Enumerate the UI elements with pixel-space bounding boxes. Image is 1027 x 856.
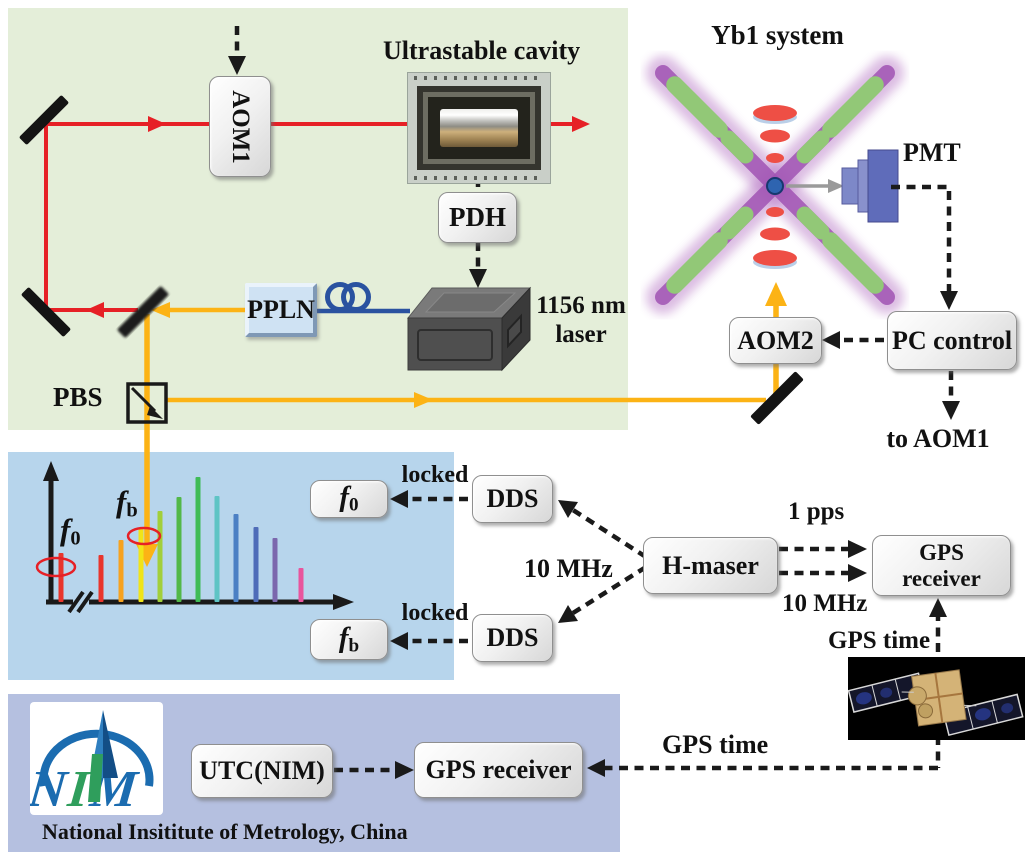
- f0-box-label: f0: [339, 481, 359, 516]
- aom2-box: AOM2: [729, 317, 822, 364]
- comb-tooth: [233, 514, 239, 602]
- pbs-cube: [126, 382, 168, 424]
- gps-receiver-bottom-box: GPS receiver: [414, 742, 583, 798]
- yellow-beam-arrows: [136, 282, 787, 567]
- comb-tooth: [253, 527, 259, 602]
- dashed-arrowheads: [228, 56, 960, 779]
- h-maser-label: H-maser: [662, 550, 759, 580]
- utc-nim-box: UTC(NIM): [191, 744, 333, 798]
- aom1-label: AOM1: [227, 89, 255, 164]
- pmt-device: [841, 149, 899, 223]
- gps-receiver-bottom-label: GPS receiver: [425, 755, 572, 784]
- fb-box-label: fb: [338, 621, 360, 657]
- comb-tooth: [58, 553, 64, 602]
- satellite-drawing: [847, 669, 1024, 737]
- gps-receiver-top-box: GPS receiver: [872, 535, 1011, 596]
- gps-receiver-top-line1: GPS: [919, 540, 964, 566]
- mirrors: [19, 95, 804, 425]
- nim-logo-letters: NIM: [30, 761, 141, 815]
- ppln-box: PPLN: [245, 283, 317, 337]
- comb-teeth: [58, 477, 304, 602]
- ultrastable-cavity-photo: [407, 72, 551, 184]
- mirror-aom2: [750, 371, 804, 425]
- comb-tooth: [214, 496, 220, 602]
- nim-logo: NIM: [25, 702, 163, 818]
- dds-bottom-box: DDS: [472, 614, 553, 662]
- comb-highlight-ellipses: [35, 526, 162, 578]
- comb-tooth: [98, 555, 104, 602]
- dds-top-label: DDS: [486, 484, 539, 513]
- atom-cloud: [753, 105, 797, 269]
- gps-receiver-top-line2: receiver: [902, 565, 981, 591]
- comb-tooth: [195, 477, 201, 602]
- satellite-panel-left: [847, 672, 925, 713]
- dds-top-box: DDS: [472, 475, 553, 523]
- cavity-screws-bottom: [414, 176, 544, 180]
- cavity-screws-top: [414, 76, 544, 80]
- trapped-atom: [766, 177, 784, 195]
- comb-tooth: [176, 497, 182, 602]
- mirror-bottom-left: [21, 287, 71, 337]
- dds-bottom-label: DDS: [486, 623, 539, 652]
- comb-tooth: [157, 511, 163, 602]
- comb-axes: [43, 461, 354, 610]
- gps-satellite-image: [847, 657, 1025, 740]
- comb-tooth: [272, 538, 278, 602]
- nim-logo-spire-right: [103, 710, 118, 778]
- cavity-cylinder: [440, 109, 518, 147]
- comb-tooth: [138, 529, 144, 602]
- pc-control-label: PC control: [891, 325, 1013, 355]
- mot-beams: [646, 56, 904, 314]
- pdh-label: PDH: [449, 202, 506, 232]
- comb-tooth: [298, 568, 304, 602]
- f0-box: f0: [310, 480, 388, 518]
- pc-control-box: PC control: [887, 311, 1017, 370]
- red-beam-arrows: [86, 116, 590, 318]
- fb-box: fb: [310, 619, 388, 660]
- fb-ellipse: [126, 526, 162, 546]
- nim-logo-arc: [39, 729, 154, 787]
- nim-logo-spire-green: [88, 754, 103, 802]
- nim-logo-drawing: NIM: [25, 710, 154, 818]
- laser-device: [406, 286, 532, 372]
- cavity-frame: [417, 86, 541, 170]
- ppln-label: PPLN: [247, 295, 315, 324]
- satellite-panel-right: [942, 693, 1024, 737]
- aom2-label: AOM2: [737, 325, 814, 355]
- dichroic-mirror: [117, 286, 169, 338]
- utc-nim-label: UTC(NIM): [199, 756, 325, 785]
- fiber-link: [317, 282, 410, 314]
- pdh-box: PDH: [438, 192, 517, 243]
- f0-ellipse: [35, 556, 77, 578]
- mirror-top-left: [19, 95, 69, 145]
- fluorescence-arrow: [786, 179, 844, 193]
- aom1-box: AOM1: [209, 76, 271, 177]
- h-maser-box: H-maser: [643, 537, 778, 594]
- mot-beam-windows: [666, 76, 884, 294]
- comb-tooth: [118, 540, 124, 602]
- satellite-body: [901, 669, 977, 727]
- comb-axis-break: [67, 590, 94, 614]
